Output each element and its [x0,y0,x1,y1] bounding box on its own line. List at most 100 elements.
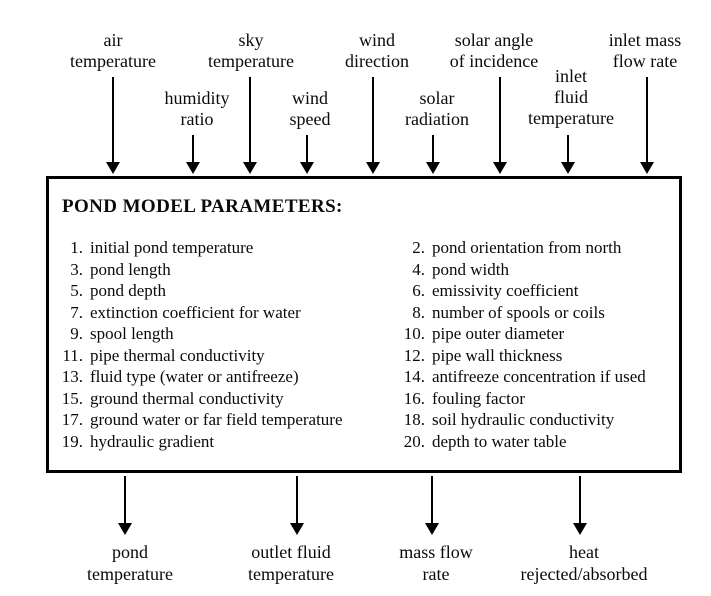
parameter-item: 16.fouling factor [390,388,682,410]
label-line: inlet [554,66,587,86]
parameter-item: 1.initial pond temperature [50,237,385,259]
label-line: outlet fluid [251,542,331,562]
item-number: 7. [70,302,83,322]
down-arrow-icon [118,523,132,535]
arrow-shaft [646,77,648,163]
arrow-shaft [124,476,126,524]
input-label-humidity-ratio: humidity ratio [164,88,229,130]
label-line: wind [358,30,395,50]
label-line: pond [111,542,148,562]
parameter-item: 19.hydraulic gradient [50,431,385,453]
label-line: air [103,30,123,50]
parameter-column-left: 1.initial pond temperature 3. pond length… [50,237,385,452]
item-number: 20. [403,431,425,451]
item-text: fluid type (water or antifreeze) [90,367,299,386]
parameter-column-right: 2.pond orientation from north 4. pond wid… [390,237,682,452]
input-label-solar-angle-of-incidence: solar angle of incidence [450,30,538,72]
arrow-shaft [579,476,581,524]
arrow-shaft [112,77,114,163]
parameter-item: 7.extinction coefficient for water [50,302,385,324]
item-text: antifreeze concentration if used [432,367,646,386]
parameter-item: 8.number of spools or coils [390,302,682,324]
input-label-inlet-mass-flow-rate: inlet mass flow rate [609,30,682,72]
arrow-shaft [432,135,434,163]
parameter-item: 6.emissivity coefficient [390,280,682,302]
output-arrow-outlet-fluid-temperature [290,476,304,535]
parameter-item: 12. pipe wall thickness [390,345,682,367]
item-number: 19. [61,431,83,451]
input-arrow-humidity-ratio [186,135,200,174]
item-text: number of spools or coils [432,302,605,322]
label-line: of incidence [449,51,539,71]
label-line: temperature [208,51,294,71]
down-arrow-icon [426,162,440,174]
arrow-shaft [431,476,433,524]
output-arrow-heat-rejected-absorbed [573,476,587,535]
down-arrow-icon [561,162,575,174]
input-label-sky-temperature: sky temperature [208,30,294,72]
input-label-solar-radiation: solar radiation [405,88,469,130]
input-arrow-wind-direction [366,77,380,174]
down-arrow-icon [106,162,120,174]
item-number: 3. [70,259,83,279]
pond-model-parameters-box [46,176,682,473]
input-arrow-solar-radiation [426,135,440,174]
parameter-item: 9.spool length [50,323,385,345]
item-text: pipe wall thickness [432,345,563,365]
item-text: pond depth [90,281,167,300]
item-text: pipe thermal conductivity [90,345,265,365]
output-label-pond-temperature: pond temperature [87,541,173,585]
item-number: 15. [61,388,83,408]
item-text: pond length [90,259,171,279]
input-arrow-inlet-mass-flow-rate [640,77,654,174]
parameter-item: 13.fluid type (water or antifreeze) [50,366,385,388]
item-number: 1. [70,238,83,257]
output-arrow-pond-temperature [118,476,132,535]
input-label-wind-direction: wind direction [345,30,409,72]
box-title: POND MODEL PARAMETERS: [62,196,343,217]
down-arrow-icon [300,162,314,174]
item-text: ground thermal conductivity [90,388,284,408]
parameter-item: 15. ground thermal conductivity [50,388,385,410]
arrow-shaft [567,135,569,163]
label-line: solar [419,88,455,108]
label-line: temperature [70,51,156,71]
label-line: direction [345,51,409,71]
input-arrow-inlet-fluid-temperature [561,135,575,174]
down-arrow-icon [493,162,507,174]
item-number: 9. [70,324,83,343]
parameter-item: 11.pipe thermal conductivity [50,345,385,367]
label-line: rejected/absorbed [520,564,648,584]
arrow-shaft [306,135,308,163]
label-line: rate [422,564,450,584]
item-number: 17. [61,410,83,429]
input-arrow-air-temperature [106,77,120,174]
parameter-item: 2.pond orientation from north [390,237,682,259]
output-label-outlet-fluid-temperature: outlet fluid temperature [248,541,334,585]
input-label-wind-speed: wind speed [290,88,331,130]
input-label-air-temperature: air temperature [70,30,156,72]
item-number: 16. [403,388,425,408]
item-number: 4. [412,259,425,279]
item-number: 12. [403,345,425,365]
item-text: pond width [432,259,509,279]
output-label-mass-flow-rate: mass flow rate [399,541,473,585]
parameter-item: 17.ground water or far field temperature [50,409,385,431]
item-number: 5. [70,281,83,300]
input-arrow-solar-angle-of-incidence [493,77,507,174]
parameter-item: 18.soil hydraulic conductivity [390,409,682,431]
down-arrow-icon [290,523,304,535]
item-text: soil hydraulic conductivity [432,410,615,429]
parameter-item: 5. pond depth [50,280,385,302]
label-line: temperature [248,564,334,584]
down-arrow-icon [573,523,587,535]
label-line: speed [289,109,331,129]
arrow-shaft [192,135,194,163]
label-line: wind [291,88,328,108]
down-arrow-icon [186,162,200,174]
input-arrow-wind-speed [300,135,314,174]
label-line: solar angle [454,30,534,50]
down-arrow-icon [425,523,439,535]
item-number: 6. [412,281,425,300]
